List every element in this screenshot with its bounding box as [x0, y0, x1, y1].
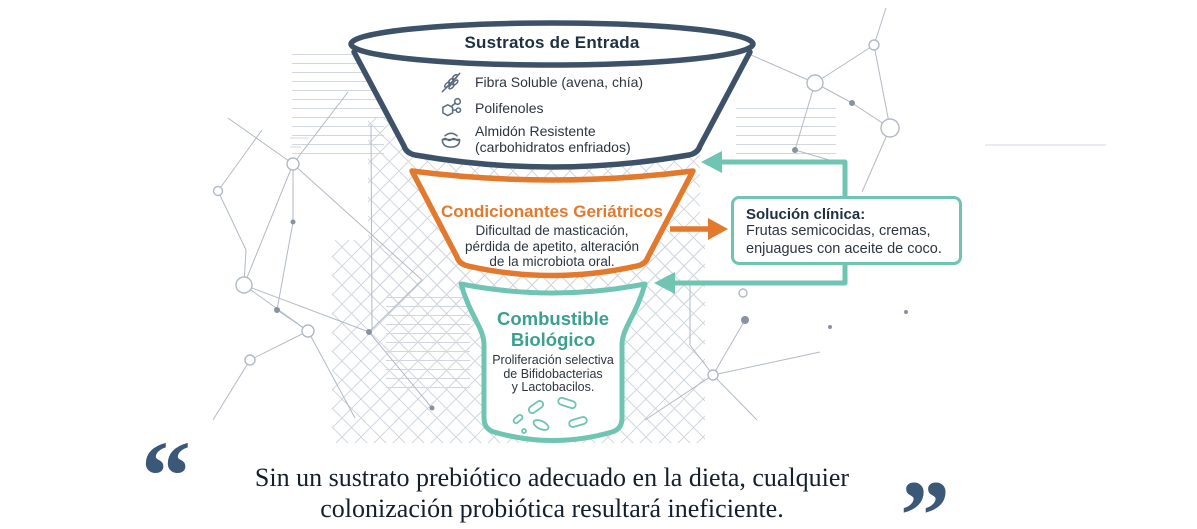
- tier1-title: Sustratos de Entrada: [464, 33, 640, 52]
- tier3-body: Proliferación selectiva de Bifidobacteri…: [492, 353, 614, 394]
- quote-line-2: colonización probiótica resultará inefic…: [320, 494, 784, 523]
- quote-line-1: Sin un sustrato prebiótico adecuado en l…: [254, 463, 850, 492]
- tier3-title: Combustible Biológico: [496, 308, 610, 350]
- bacteria-icon: [512, 396, 588, 434]
- tier2-body: Dificultad de masticación, pérdida de ap…: [464, 223, 640, 269]
- background-network-left: [212, 91, 435, 421]
- wheat-icon: [441, 72, 461, 93]
- tier1-item-label: Fibra Soluble (avena, chía): [475, 74, 644, 90]
- tier2-title: Condicionantes Geriátricos: [441, 202, 663, 221]
- tier1-item-polifenoles: Polifenoles: [438, 95, 544, 121]
- molecule-icon: [442, 97, 462, 117]
- open-quote-icon: “: [141, 420, 191, 529]
- bowl-icon: [441, 132, 461, 148]
- arrow-to-callout: [670, 218, 728, 240]
- tier1-item-label: Polifenoles: [475, 100, 544, 116]
- tier1-item-almidon: Almidón Resistente(carbohidratos enfriad…: [438, 123, 631, 155]
- callout-title: Solución clínica:: [746, 206, 866, 223]
- background-network-right: [644, 7, 908, 421]
- clinical-solution-callout: Solución clínica: Frutas semicocidas, cr…: [731, 196, 962, 265]
- close-quote-icon: ”: [900, 460, 950, 529]
- tier1-item-fibra: Fibra Soluble (avena, chía): [438, 69, 643, 95]
- connector-bottom: [654, 263, 848, 294]
- funnel-tier2-shape: [409, 168, 696, 279]
- callout-line: enjuagues con aceite de coco.: [746, 240, 942, 257]
- funnel-tier3-shape: [458, 281, 648, 443]
- callout-line: Frutas semicocidas, cremas,: [746, 223, 931, 239]
- connector-top: [701, 151, 848, 198]
- tier1-item-label: Almidón Resistente(carbohidratos enfriad…: [475, 123, 631, 155]
